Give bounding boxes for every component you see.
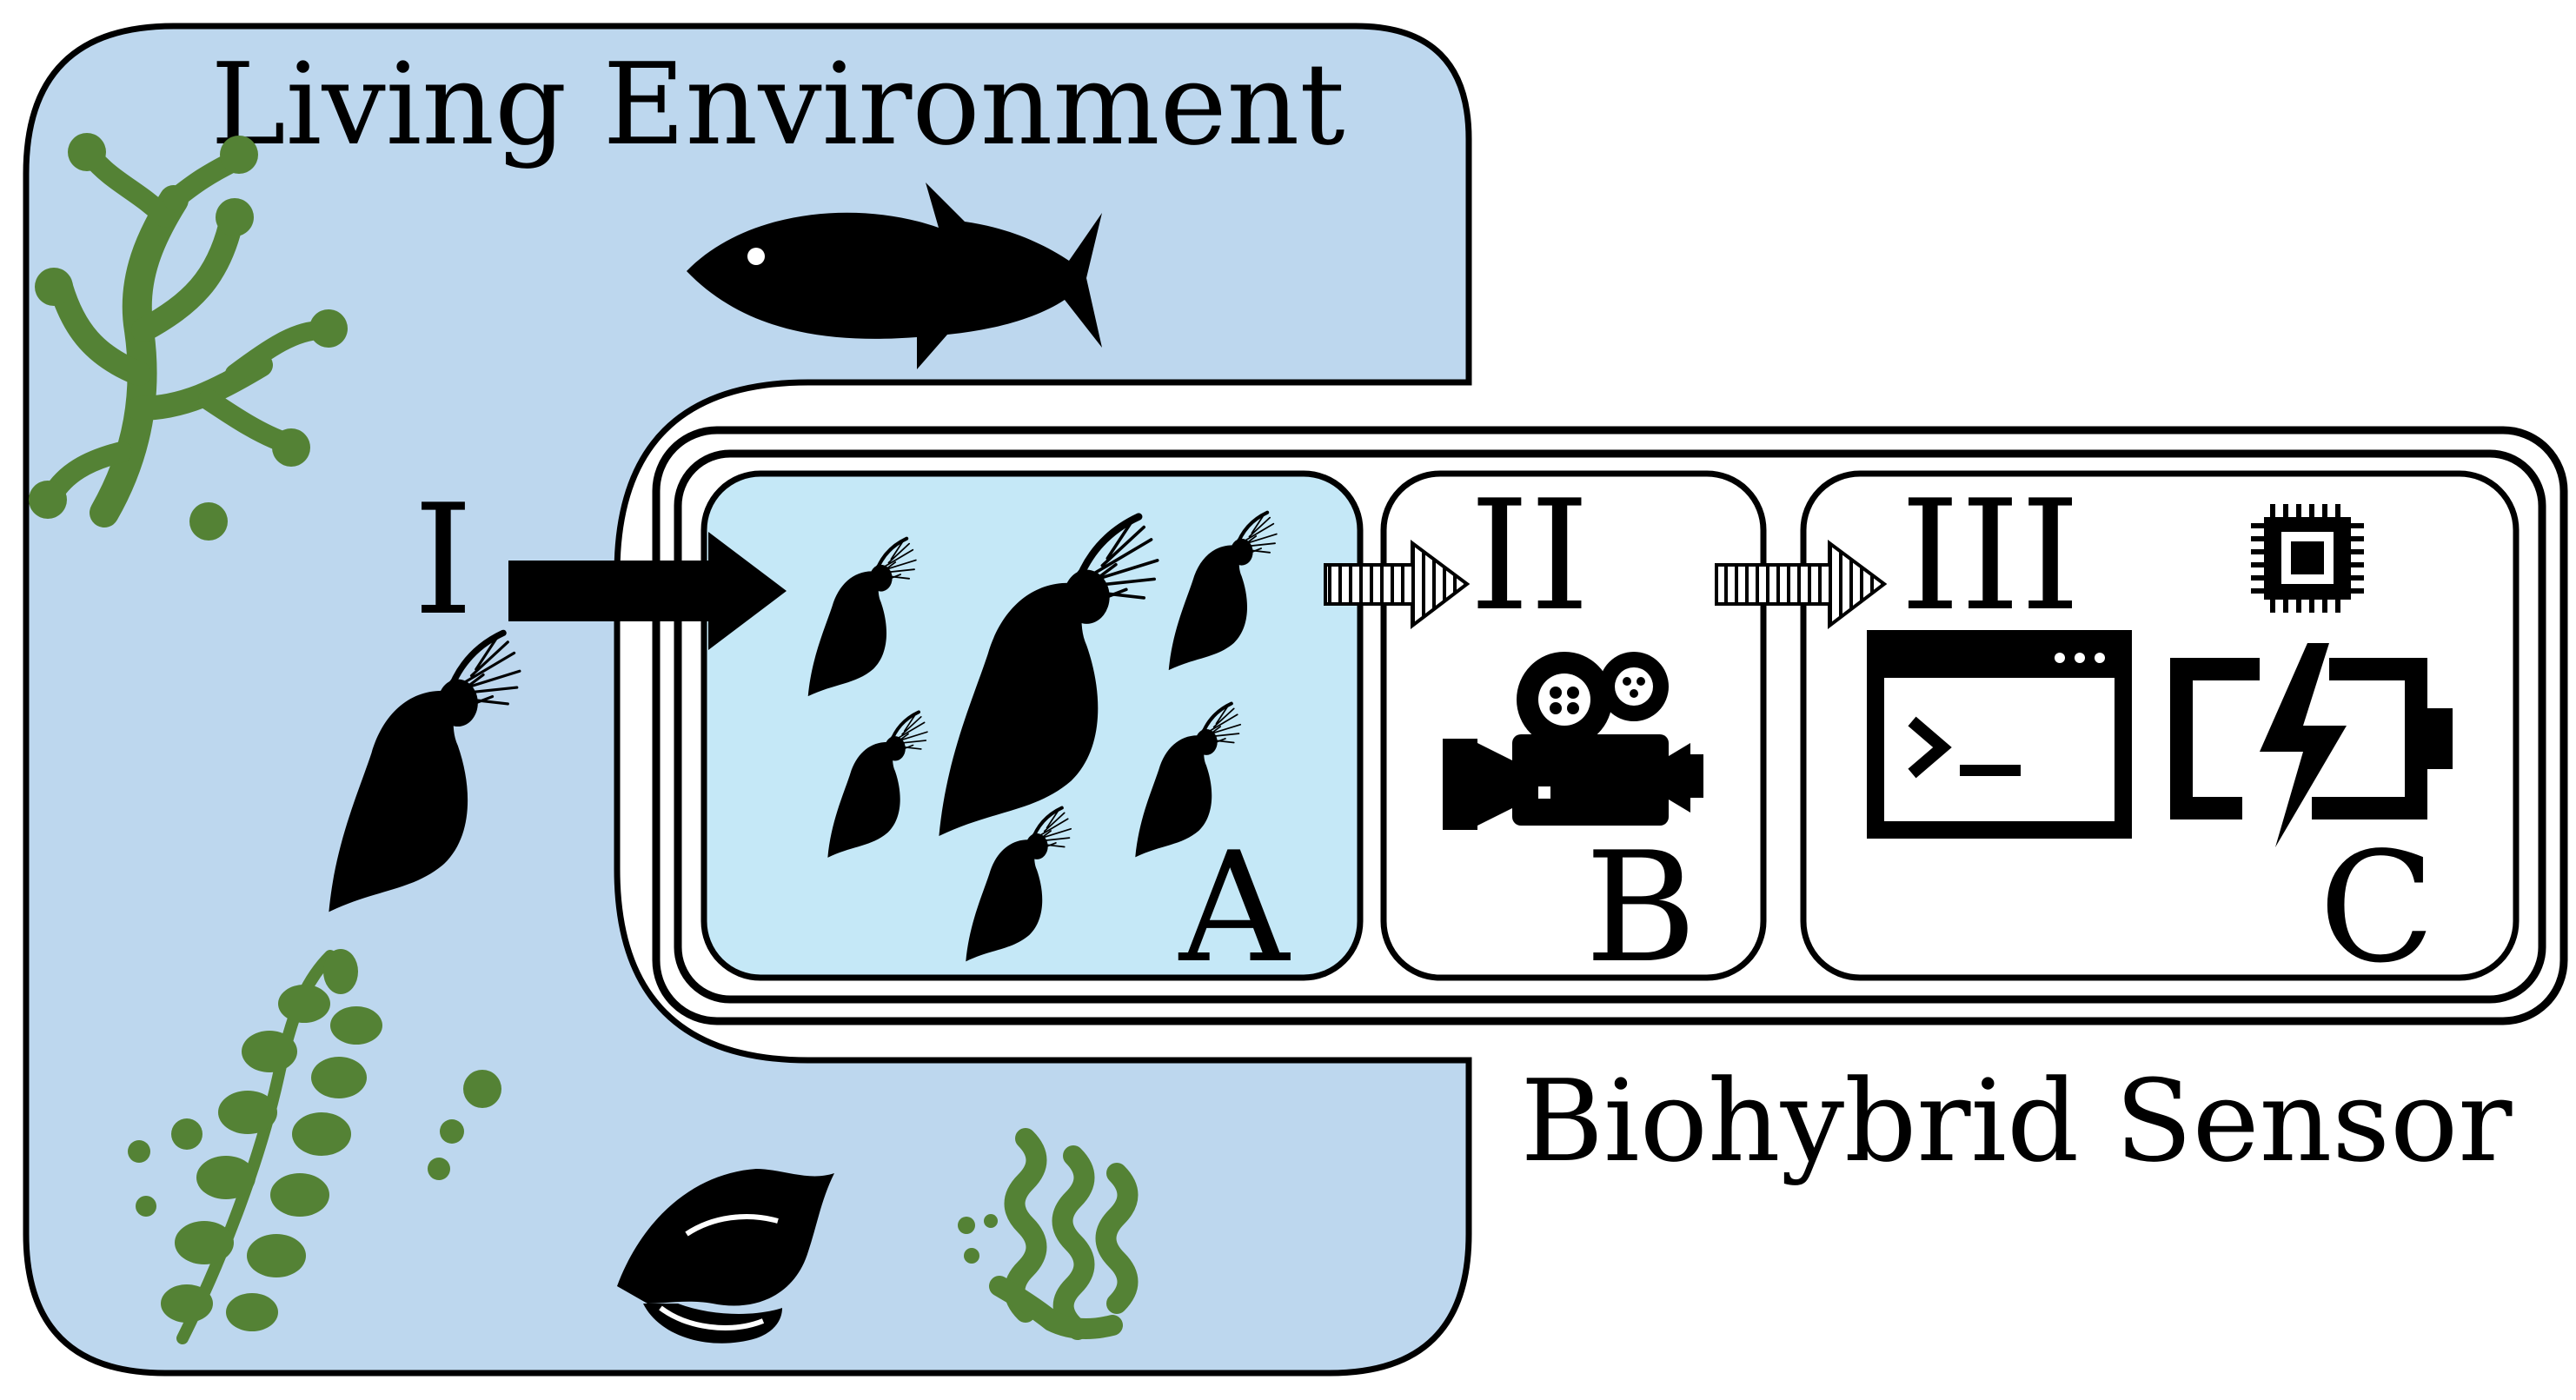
- arrow-stage-i: [508, 532, 787, 650]
- biohybrid-sensor-title: Biohybrid Sensor: [1521, 1055, 2513, 1187]
- water-plant-icon: [128, 949, 501, 1344]
- microchip-icon: [2251, 504, 2364, 613]
- video-camera-icon: [1443, 652, 1703, 830]
- kelp-icon: [958, 1128, 1139, 1340]
- living-environment-title: Living Environment: [210, 38, 1344, 170]
- arrow-stage-ii: [1324, 540, 1471, 630]
- arrow-stage-iii: [1715, 540, 1888, 630]
- terminal-icon: [1867, 630, 2132, 839]
- compartment-c-label: C: [2319, 820, 2435, 997]
- stage-label-iii: III: [1900, 468, 2080, 645]
- shell-icon: [617, 1169, 834, 1344]
- compartment-a-label: A: [1178, 820, 1291, 997]
- fish-icon: [687, 182, 1102, 369]
- battery-charging-icon: [2170, 643, 2453, 847]
- living-environment-region: [23, 23, 1472, 1377]
- stage-label-ii: II: [1470, 468, 1590, 645]
- stage-label-i: I: [413, 473, 473, 649]
- compartment-b-label: B: [1585, 820, 1697, 997]
- seaweed-icon: [29, 133, 348, 541]
